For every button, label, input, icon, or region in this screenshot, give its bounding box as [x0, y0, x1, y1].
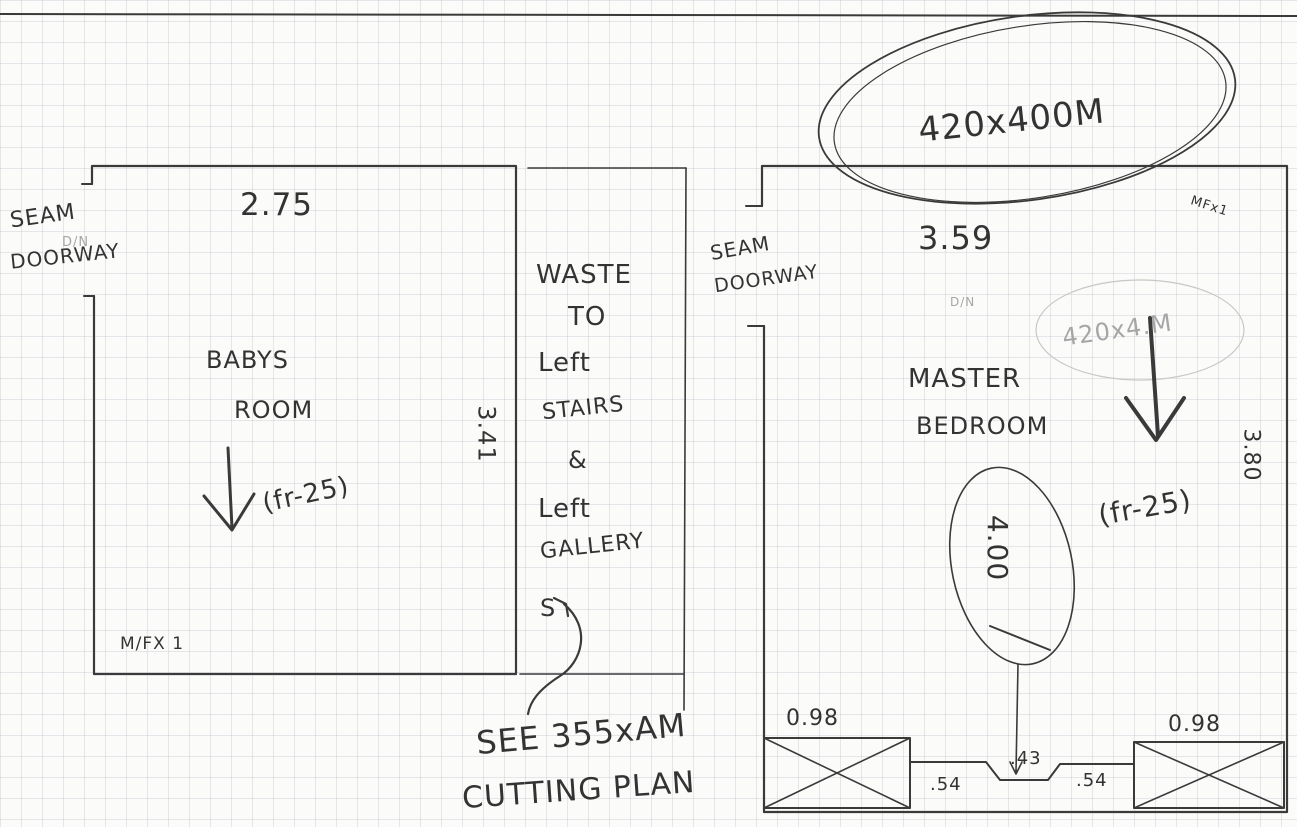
recess-wall	[909, 761, 1135, 781]
baby-faint-mark: D/N	[62, 235, 90, 250]
baby-room-width: 2.75	[240, 187, 314, 223]
waste-curve-arrow	[526, 596, 583, 716]
faint-ellipse	[1035, 279, 1245, 381]
left-cupboard-box	[763, 737, 911, 809]
waste-note-line1: WASTE	[536, 260, 632, 290]
waste-note-line3: Left	[538, 348, 591, 378]
waste-note-line6: Left	[538, 494, 591, 524]
page-top-line	[0, 13, 1297, 17]
centre-length-ellipse	[948, 466, 1076, 666]
master-room-name-line1: MASTER	[908, 364, 1022, 394]
baby-room-outline	[90, 164, 518, 676]
roll-size-ellipse	[817, 11, 1237, 205]
waste-note-line5: &	[568, 446, 588, 474]
right-cupboard-cross	[1133, 741, 1285, 809]
master-pile-arrow	[1124, 316, 1186, 442]
waste-marker: S	[540, 594, 557, 622]
baby-room-length: 3.41	[472, 405, 501, 463]
hallway-right-edge	[683, 167, 687, 711]
roll-size-ellipse-inner	[833, 20, 1227, 204]
master-room-name-line2: BEDROOM	[916, 412, 1049, 440]
left-cupboard-label: 0.98	[786, 706, 839, 731]
centre-down-line	[1009, 663, 1023, 775]
master-room-width: 3.59	[918, 219, 994, 257]
baby-room-name-line2: ROOM	[234, 396, 314, 424]
left-cupboard-cross	[763, 737, 911, 809]
right-cupboard-label: 0.98	[1168, 712, 1221, 737]
right-cupboard-box	[1133, 741, 1285, 809]
centre-length-label: 4.00	[981, 514, 1015, 582]
master-room-outline	[760, 164, 1289, 814]
master-faint-mark: D/N	[950, 295, 976, 309]
master-room-length: 3.80	[1238, 428, 1264, 482]
baby-pile-arrow	[202, 446, 256, 532]
centre-slash	[989, 625, 1051, 651]
baby-fixture-label: M/FX 1	[120, 634, 185, 654]
baby-room-name-line1: BABYS	[206, 346, 289, 374]
gap-right-label: .54	[1076, 770, 1108, 791]
recess-label: .43	[1010, 748, 1042, 769]
gap-left-label: .54	[930, 774, 962, 795]
waste-note-line2: TO	[568, 302, 607, 332]
